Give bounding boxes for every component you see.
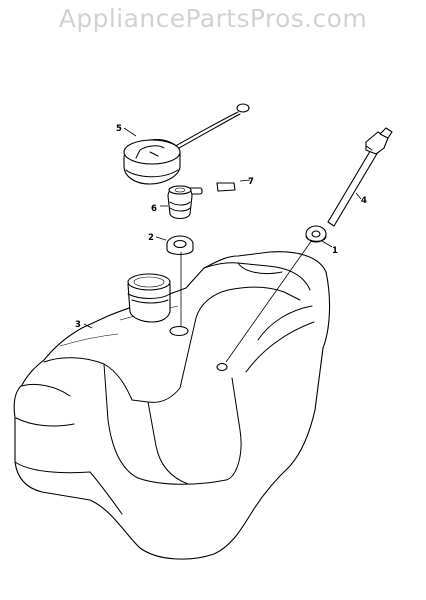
callout-7: 7 — [248, 177, 254, 187]
callout-4: 4 — [361, 196, 367, 206]
grommet[interactable] — [166, 235, 194, 256]
bushing[interactable] — [305, 225, 327, 243]
vent-valve[interactable] — [167, 185, 203, 220]
fuel-cap[interactable] — [123, 103, 250, 185]
callout-5: 5 — [116, 124, 122, 134]
watermark-text: AppliancePartsPros.com — [58, 4, 368, 33]
callout-3: 3 — [75, 320, 81, 330]
small-hose[interactable] — [216, 182, 236, 192]
callout-labels: 5 7 6 2 4 1 3 — [75, 124, 367, 330]
callout-2: 2 — [148, 233, 154, 243]
callout-6: 6 — [151, 204, 157, 214]
fuel-line[interactable] — [327, 127, 393, 227]
leader-lines — [83, 127, 362, 363]
fuel-tank[interactable] — [13, 251, 331, 560]
callout-1: 1 — [332, 246, 338, 256]
